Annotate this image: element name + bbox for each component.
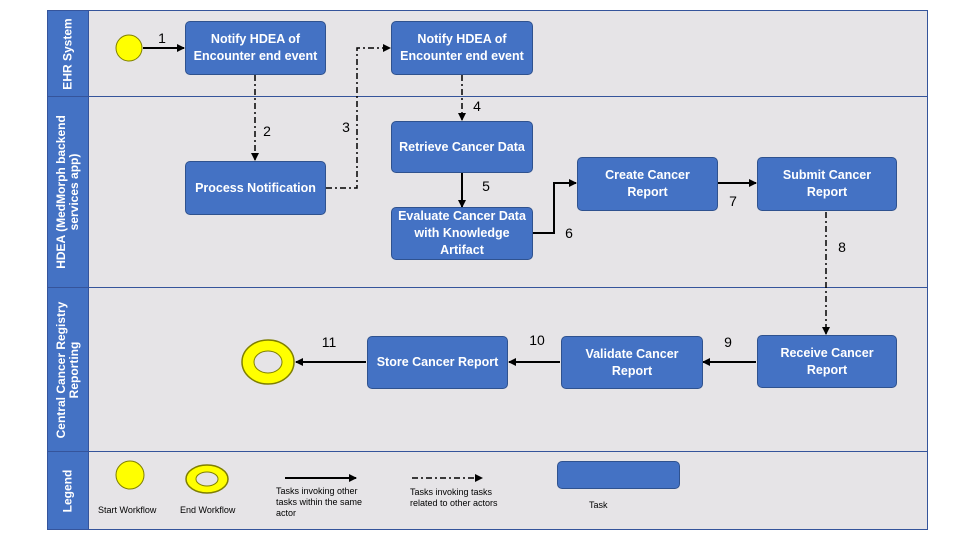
legend-dashed-arrow-label: Tasks invoking tasks related to other ac… bbox=[410, 487, 498, 508]
end-workflow-event-inner bbox=[253, 350, 283, 374]
arrow-step-6 bbox=[533, 179, 577, 234]
legend-end-label: End Workflow bbox=[180, 505, 236, 515]
task-store-cancer-report: Store Cancer Report bbox=[367, 336, 508, 389]
step-number: 5 bbox=[482, 178, 490, 194]
lane-header: EHR System bbox=[48, 11, 89, 96]
lane-header: Central Cancer Registry Reporting bbox=[48, 288, 89, 451]
task-validate-cancer-report: Validate Cancer Report bbox=[561, 336, 703, 389]
legend-task-label: Task bbox=[589, 500, 608, 510]
task-notify-hdea-2: Notify HDEA of Encounter end event bbox=[391, 21, 533, 75]
step-number: 1 bbox=[158, 30, 166, 46]
legend-start-label: Start Workflow bbox=[98, 505, 157, 515]
step-number: 7 bbox=[729, 193, 737, 209]
lane-header: HDEA (MedMorph backend services app) bbox=[48, 97, 89, 287]
start-workflow-event bbox=[115, 34, 143, 62]
task-notify-hdea-1: Notify HDEA of Encounter end event bbox=[185, 21, 326, 75]
legend-start-symbol bbox=[115, 460, 145, 490]
task-receive-cancer-report: Receive Cancer Report bbox=[757, 335, 897, 388]
arrow-step-3 bbox=[326, 44, 391, 189]
legend-end-symbol-inner bbox=[195, 471, 219, 487]
step-number: 4 bbox=[473, 98, 481, 114]
step-number: 11 bbox=[321, 334, 337, 350]
task-create-cancer-report: Create Cancer Report bbox=[577, 157, 718, 211]
step-number: 8 bbox=[838, 239, 846, 255]
task-retrieve-cancer-data: Retrieve Cancer Data bbox=[391, 121, 533, 173]
step-number: 3 bbox=[342, 119, 350, 135]
legend-task-symbol bbox=[557, 461, 680, 489]
step-number: 10 bbox=[529, 332, 545, 348]
legend-solid-arrow-label: Tasks invoking other tasks within the sa… bbox=[276, 486, 363, 518]
lane-header: Legend bbox=[48, 452, 89, 529]
task-process-notification: Process Notification bbox=[185, 161, 326, 215]
step-number: 6 bbox=[565, 225, 573, 241]
step-number: 9 bbox=[724, 334, 732, 350]
step-number: 2 bbox=[263, 123, 271, 139]
task-submit-cancer-report: Submit Cancer Report bbox=[757, 157, 897, 211]
task-evaluate-cancer-data: Evaluate Cancer Data with Knowledge Arti… bbox=[391, 207, 533, 260]
